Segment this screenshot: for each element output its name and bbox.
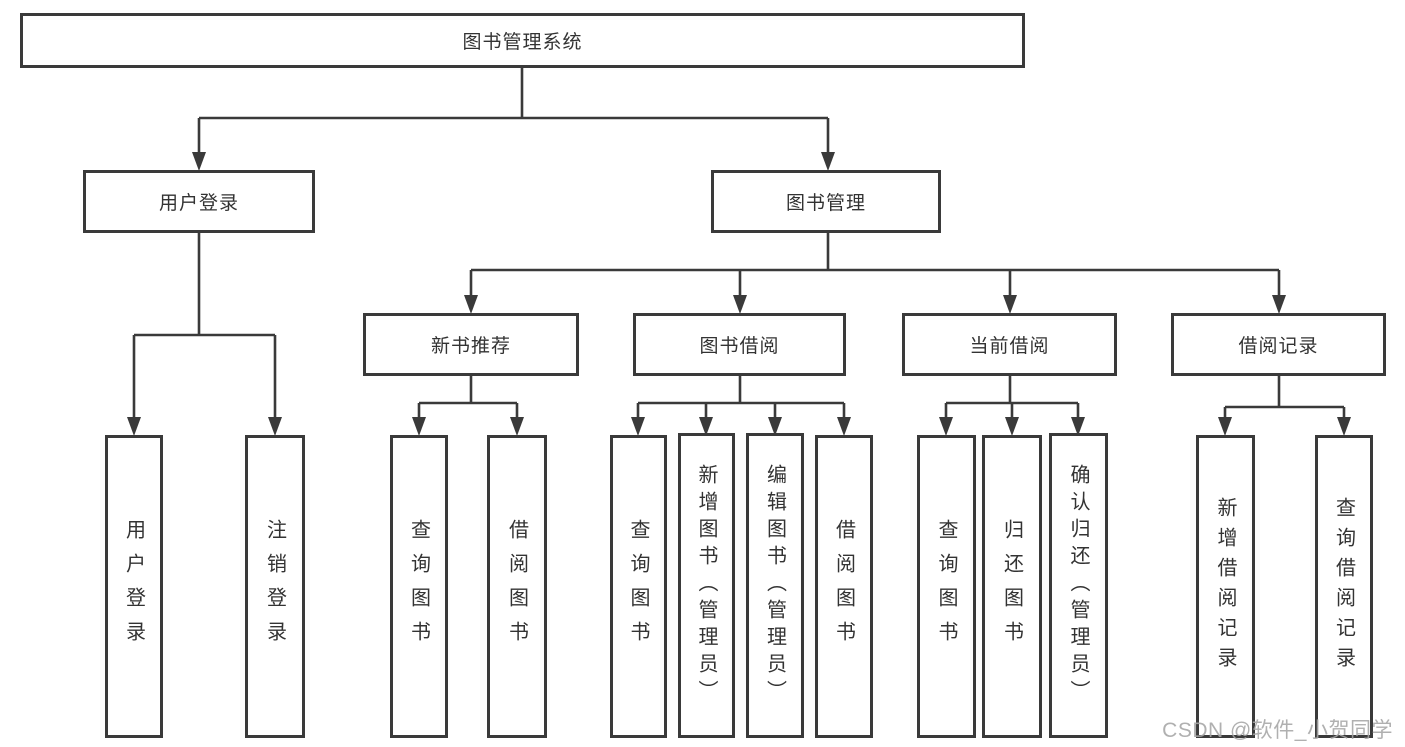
node-new-book-recommend: 新书推荐 <box>363 313 579 376</box>
node-new-book-recommend-label: 新书推荐 <box>430 336 511 357</box>
leaf-current-return-books: 归还图书 <box>982 435 1042 738</box>
leaf-logout: 注销登录 <box>245 435 305 738</box>
leaf-borrowing-edit-books-admin: 编辑图书（管理员） <box>746 433 804 738</box>
node-book-borrowing-label: 图书借阅 <box>699 336 780 357</box>
root-node-book-management-system: 图书管理系统 <box>20 13 1025 68</box>
node-book-management-label: 图书管理 <box>785 193 866 214</box>
leaf-user-login: 用户登录 <box>105 435 163 738</box>
leaf-current-query-books-label: 查询图书 <box>935 518 957 655</box>
leaf-current-confirm-return-admin-label: 确认归还（管理员） <box>1067 464 1089 707</box>
leaf-current-query-books: 查询图书 <box>917 435 976 738</box>
leaf-current-confirm-return-admin: 确认归还（管理员） <box>1049 433 1108 738</box>
leaf-user-login-label: 用户登录 <box>122 518 145 655</box>
leaf-newbook-borrow-books-label: 借阅图书 <box>505 518 528 655</box>
node-current-borrowing: 当前借阅 <box>902 313 1117 376</box>
leaf-borrowing-borrow-books: 借阅图书 <box>815 435 873 738</box>
leaf-borrowing-edit-books-admin-label: 编辑图书（管理员） <box>763 464 786 707</box>
leaf-borrowing-borrow-books-label: 借阅图书 <box>832 518 855 655</box>
leaf-borrowing-add-books-admin: 新增图书（管理员） <box>678 433 735 738</box>
leaf-newbook-query-books-label: 查询图书 <box>407 518 430 655</box>
csdn-watermark: CSDN @软件_小贺同学 <box>1162 719 1393 742</box>
node-book-borrowing: 图书借阅 <box>633 313 846 376</box>
root-node-label: 图书管理系统 <box>462 32 583 53</box>
leaf-logout-label: 注销登录 <box>263 518 286 655</box>
node-current-borrowing-label: 当前借阅 <box>969 336 1050 357</box>
node-user-login: 用户登录 <box>83 170 315 233</box>
leaf-newbook-borrow-books: 借阅图书 <box>487 435 547 738</box>
connector-paths <box>132 68 1346 419</box>
leaf-records-query-record-label: 查询借阅记录 <box>1332 496 1355 677</box>
node-user-login-label: 用户登录 <box>158 193 239 214</box>
leaf-newbook-query-books: 查询图书 <box>390 435 448 738</box>
leaf-records-add-record: 新增借阅记录 <box>1196 435 1255 738</box>
leaf-records-add-record-label: 新增借阅记录 <box>1214 496 1236 677</box>
leaf-borrowing-query-books-label: 查询图书 <box>627 518 649 655</box>
leaf-current-return-books-label: 归还图书 <box>1000 518 1023 655</box>
node-borrowing-records-label: 借阅记录 <box>1238 336 1319 357</box>
leaf-records-query-record: 查询借阅记录 <box>1315 435 1373 738</box>
arrowhead-icons <box>127 152 1351 436</box>
leaf-borrowing-add-books-admin-label: 新增图书（管理员） <box>695 464 717 707</box>
node-borrowing-records: 借阅记录 <box>1171 313 1386 376</box>
node-book-management: 图书管理 <box>711 170 941 233</box>
leaf-borrowing-query-books: 查询图书 <box>610 435 667 738</box>
